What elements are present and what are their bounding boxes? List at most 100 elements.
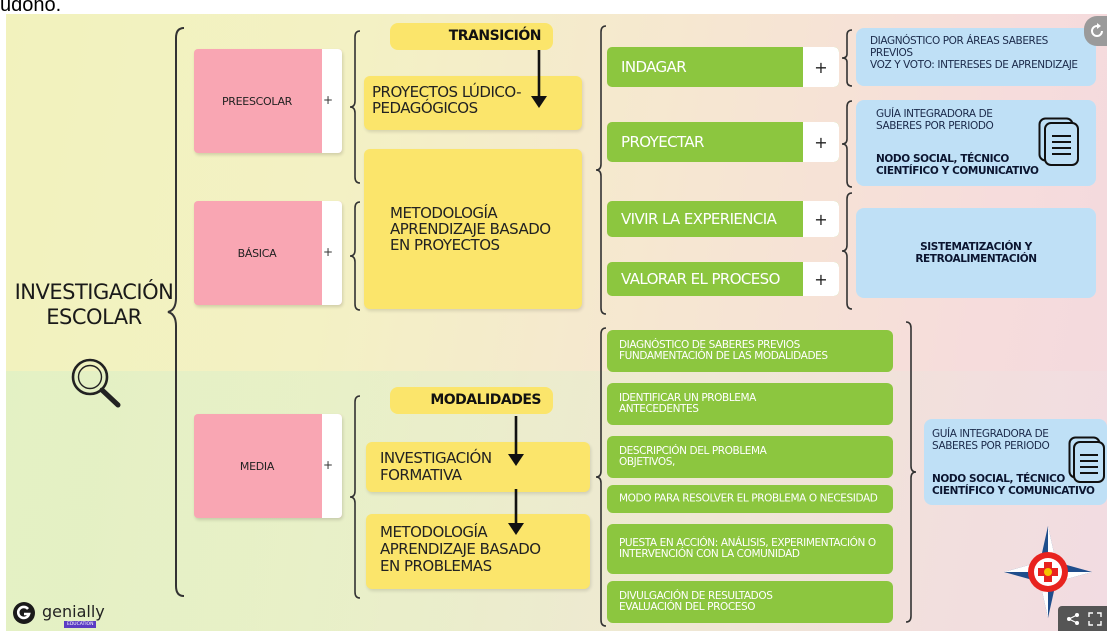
info-box-proyectar-line1: GUÍA INTEGRADORA DE — [876, 108, 993, 120]
step-modo-resolver-label: MODO PARA RESOLVER EL PROBLEMA O NECESID… — [619, 492, 878, 505]
metodologia-proyectos-box: METODOLOGÍA APRENDIZAJE BASADO EN PROYEC… — [364, 149, 582, 309]
phase-proyectar-expand-button[interactable]: + — [803, 122, 839, 162]
phase-vivir-experiencia-expand-button[interactable]: + — [803, 201, 839, 237]
expand-preescolar-button[interactable]: + — [323, 93, 334, 107]
mindmap-canvas: INVESTIGACIÓN ESCOLAR PREESCOLAR + BÁSIC… — [6, 14, 1107, 631]
phase-valorar-proceso-label: VALORAR EL PROCESO — [621, 270, 780, 288]
main-title-line1: INVESTIGACIÓN — [14, 280, 174, 304]
proyectos-ludico-line2: PEDAGÓGICOS — [372, 99, 478, 117]
info-box-indagar-line3: VOZ Y VOTO: INTERESES DE APRENDIZAJE — [870, 59, 1078, 71]
info-box-sistematizacion-line2: RETROALIMENTACIÓN — [915, 253, 1037, 265]
info-box-proyectar-bold1: NODO SOCIAL, TÉCNICO — [876, 153, 1009, 165]
phase-indagar-expand-button[interactable]: + — [803, 47, 839, 87]
fullscreen-icon[interactable] — [1088, 612, 1102, 626]
level-preescolar-label: PREESCOLAR — [221, 94, 293, 108]
phase-proyectar-label: PROYECTAR — [621, 133, 704, 151]
step-diagnostico-line1: DIAGNÓSTICO DE SABERES PREVIOS — [619, 339, 800, 351]
metodologia-proyectos-line3: EN PROYECTOS — [390, 236, 500, 254]
document-icon — [1068, 436, 1105, 483]
main-brace — [167, 27, 185, 597]
step-divulgacion-line1: DIVULGACIÓN DE RESULTADOS — [619, 590, 773, 602]
magnifier-icon — [71, 358, 121, 408]
phase-vivir-experiencia-label: VIVIR LA EXPERIENCIA — [621, 210, 777, 228]
brace-basica — [349, 201, 361, 311]
info-box-proyectar-bold2: CIENTÍFICO Y COMUNICATIVO — [876, 165, 1039, 177]
info-box-media: GUÍA INTEGRADORA DE SABERES POR PERIODO … — [924, 419, 1107, 505]
level-basica-toggle[interactable] — [322, 201, 342, 305]
arrow-down-icon — [508, 489, 524, 535]
step-divulgacion-line2: EVALUACIÓN DEL PROCESO — [619, 601, 756, 613]
brace-media-info — [905, 321, 917, 623]
phase-vivir-experiencia[interactable]: VIVIR LA EXPERIENCIA + — [607, 201, 839, 237]
metodologia-problemas-line2: APRENDIZAJE BASADO — [380, 540, 541, 558]
brace-indagar — [841, 29, 853, 87]
expand-basica-button[interactable]: + — [323, 245, 334, 259]
phase-indagar-label: INDAGAR — [621, 58, 687, 76]
genially-g-icon — [13, 602, 35, 624]
arrow-down-icon — [508, 416, 524, 466]
info-box-sistematizacion: SISTEMATIZACIÓN Y RETROALIMENTACIÓN — [856, 208, 1096, 298]
metodologia-problemas-line1: METODOLOGÍA — [380, 523, 488, 541]
level-preescolar[interactable]: PREESCOLAR — [194, 49, 342, 153]
refresh-icon — [1091, 23, 1103, 37]
metodologia-proyectos-line1: METODOLOGÍA — [390, 204, 498, 222]
brace-vivir-valorar — [841, 192, 853, 310]
investigacion-formativa-line1: INVESTIGACIÓN — [380, 449, 492, 467]
brace-steps — [595, 327, 607, 627]
info-box-sistematizacion-line1: SISTEMATIZACIÓN Y — [920, 241, 1032, 253]
main-title: INVESTIGACIÓN ESCOLAR — [14, 280, 174, 330]
metodologia-problemas-box: METODOLOGÍA APRENDIZAJE BASADO EN PROBLE… — [366, 514, 590, 589]
document-icon — [1038, 117, 1079, 166]
compass-emblem-icon — [1004, 526, 1092, 618]
brace-phases — [595, 25, 607, 315]
viewer-controls — [1058, 606, 1107, 631]
education-badge: EDUCATION — [64, 621, 97, 628]
phase-proyectar[interactable]: PROYECTAR + — [607, 122, 839, 162]
clipped-text: udono. — [0, 0, 62, 16]
info-box-indagar-line2: PREVIOS — [870, 47, 913, 59]
share-icon[interactable] — [1066, 612, 1080, 626]
arrow-down-icon — [531, 50, 547, 108]
expand-media-button[interactable]: + — [323, 458, 334, 472]
step-diagnostico-line2: FUNDAMENTACIÓN DE LAS MODALIDADES — [619, 350, 828, 362]
level-media[interactable]: MEDIA — [194, 414, 342, 518]
metodologia-proyectos-line2: APRENDIZAJE BASADO — [390, 220, 551, 238]
level-basica[interactable]: BÁSICA — [194, 201, 342, 305]
step-puesta-en-accion-line1: PUESTA EN ACCIÓN: ANÁLISIS, EXPERIMENTAC… — [619, 537, 876, 549]
step-descripcion-line2: OBJETIVOS, — [619, 456, 675, 468]
info-box-media-line1: GUÍA INTEGRADORA DE — [932, 428, 1049, 440]
genially-logo[interactable]: genially EDUCATION — [12, 601, 132, 628]
brace-preescolar — [349, 30, 361, 184]
genially-logo-text: genially — [42, 602, 105, 621]
phase-valorar-proceso[interactable]: VALORAR EL PROCESO + — [607, 262, 839, 296]
info-box-indagar-line1: DIAGNÓSTICO POR ÁREAS SABERES — [870, 35, 1048, 47]
tag-transicion: TRANSICIÓN — [390, 23, 553, 50]
level-media-label: MEDIA — [239, 459, 275, 473]
step-puesta-en-accion-line2: INTERVENCIÓN CON LA COMUNIDAD — [619, 548, 800, 560]
step-modo-resolver: MODO PARA RESOLVER EL PROBLEMA O NECESID… — [607, 485, 893, 513]
level-media-toggle[interactable] — [322, 414, 342, 518]
phase-valorar-proceso-expand-button[interactable]: + — [803, 262, 839, 296]
proyectos-ludico-box: PROYECTOS LÚDICO- PEDAGÓGICOS — [364, 76, 582, 130]
metodologia-problemas-line3: EN PROBLEMAS — [380, 557, 492, 575]
refresh-button[interactable] — [1084, 16, 1107, 46]
main-title-line2: ESCOLAR — [46, 305, 142, 329]
investigacion-formativa-line2: FORMATIVA — [380, 466, 462, 484]
phase-indagar[interactable]: INDAGAR + — [607, 47, 839, 87]
step-identificar-problema-line1: IDENTIFICAR UN PROBLEMA — [619, 392, 756, 404]
info-box-proyectar: GUÍA INTEGRADORA DE SABERES POR PERIODO … — [856, 100, 1096, 186]
step-descripcion-line1: DESCRIPCIÓN DEL PROBLEMA — [619, 445, 767, 457]
brace-proyectar — [841, 100, 853, 188]
level-basica-label: BÁSICA — [237, 246, 277, 260]
brace-media — [349, 395, 361, 599]
level-preescolar-toggle[interactable] — [322, 49, 342, 153]
info-box-media-bold1: NODO SOCIAL, TÉCNICO — [932, 473, 1065, 485]
proyectos-ludico-line1: PROYECTOS LÚDICO- — [372, 83, 522, 101]
info-box-media-bold2: CIENTÍFICO Y COMUNICATIVO — [932, 485, 1095, 497]
tag-modalidades: MODALIDADES — [390, 387, 553, 414]
investigacion-formativa-box: INVESTIGACIÓN FORMATIVA — [366, 442, 590, 492]
step-puesta-en-accion: PUESTA EN ACCIÓN: ANÁLISIS, EXPERIMENTAC… — [607, 524, 893, 574]
